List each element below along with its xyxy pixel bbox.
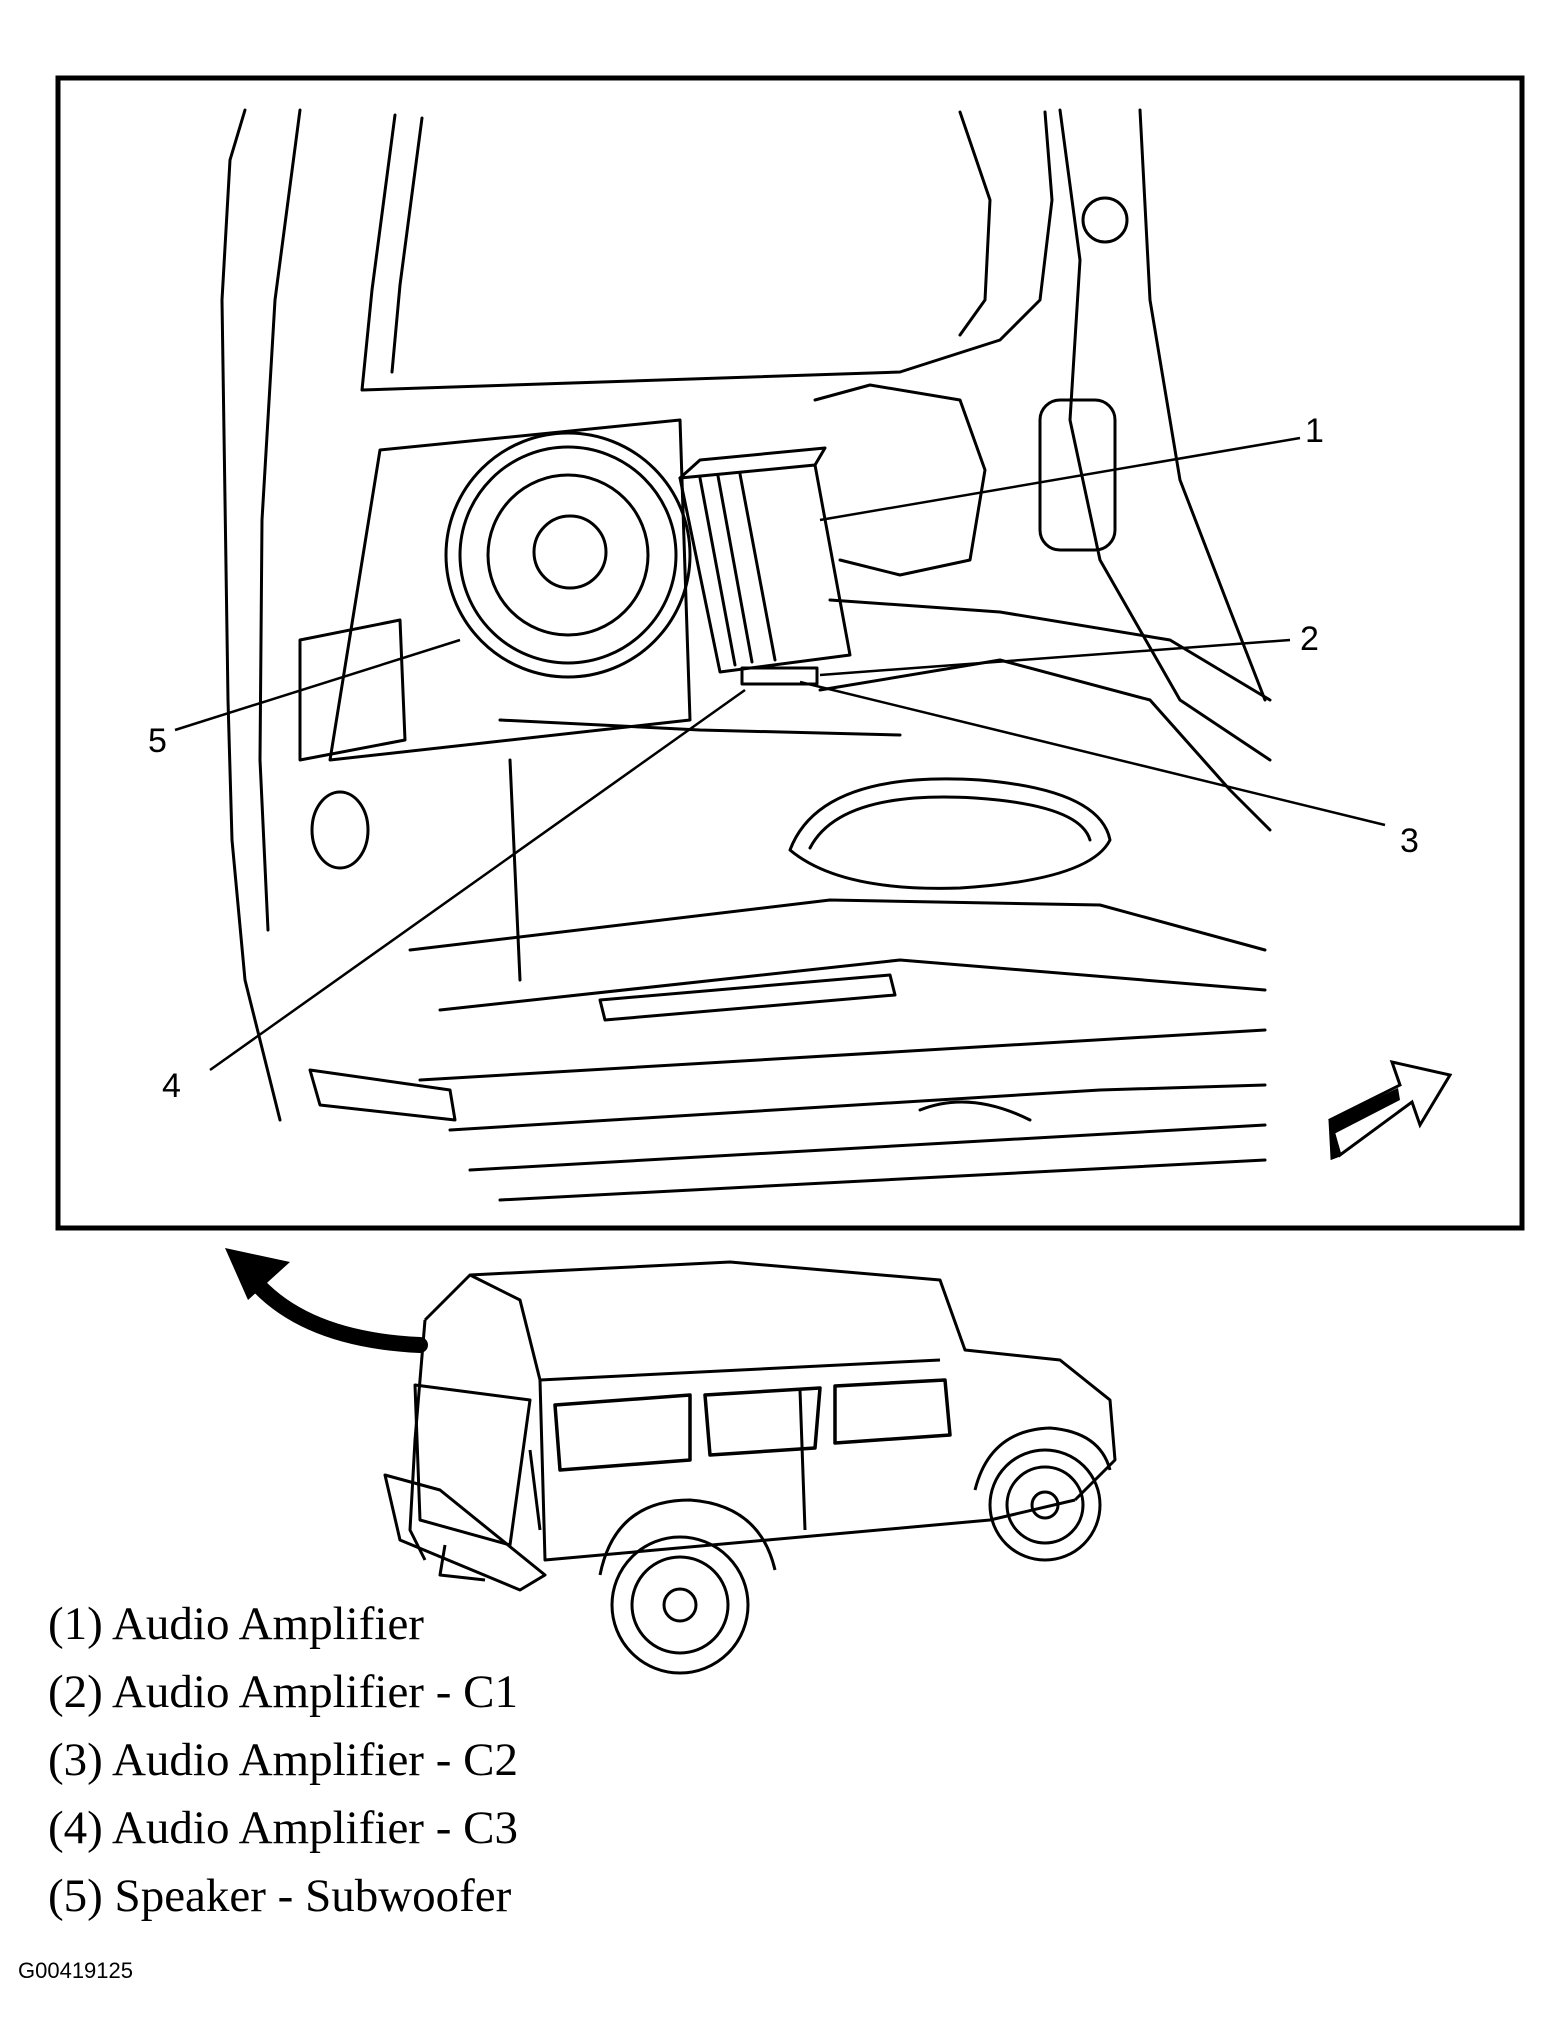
leader-line-5: [174, 638, 461, 732]
pointer-arrow-icon: [225, 1248, 428, 1353]
legend-item-2: (2) Audio Amplifier - C1: [48, 1666, 518, 1718]
detail-view-frame: [55, 75, 1525, 1231]
vehicle-overview-drawing: [383, 1260, 1117, 1675]
figure-id: G00419125: [18, 1958, 133, 1983]
callout-3: 3: [1400, 822, 1419, 860]
callout-4: 4: [162, 1067, 181, 1105]
leader-line-2: [819, 638, 1291, 677]
audio-amplifier-box: [678, 446, 852, 686]
leader-line-3: [799, 680, 1386, 827]
callout-2: 2: [1300, 620, 1319, 658]
legend-list: (1) Audio Amplifier (2) Audio Amplifier …: [48, 1590, 518, 1930]
front-wheel: [988, 1448, 1102, 1562]
legend-item-5: (5) Speaker - Subwoofer: [48, 1870, 512, 1922]
legend-item-1: (1) Audio Amplifier: [48, 1598, 424, 1650]
rear-wheel: [610, 1535, 750, 1675]
callout-1: 1: [1305, 412, 1324, 450]
legend-item-3: (3) Audio Amplifier - C2: [48, 1734, 518, 1786]
leader-line-4: [209, 688, 746, 1072]
direction-arrow-icon: [1328, 1059, 1453, 1161]
cargo-area-drawing: [220, 108, 1272, 1202]
legend-item-4: (4) Audio Amplifier - C3: [48, 1802, 518, 1854]
subwoofer-speaker: [444, 431, 692, 679]
leader-lines: [174, 436, 1386, 1072]
callout-5: 5: [148, 722, 167, 760]
leader-line-1: [819, 436, 1301, 522]
